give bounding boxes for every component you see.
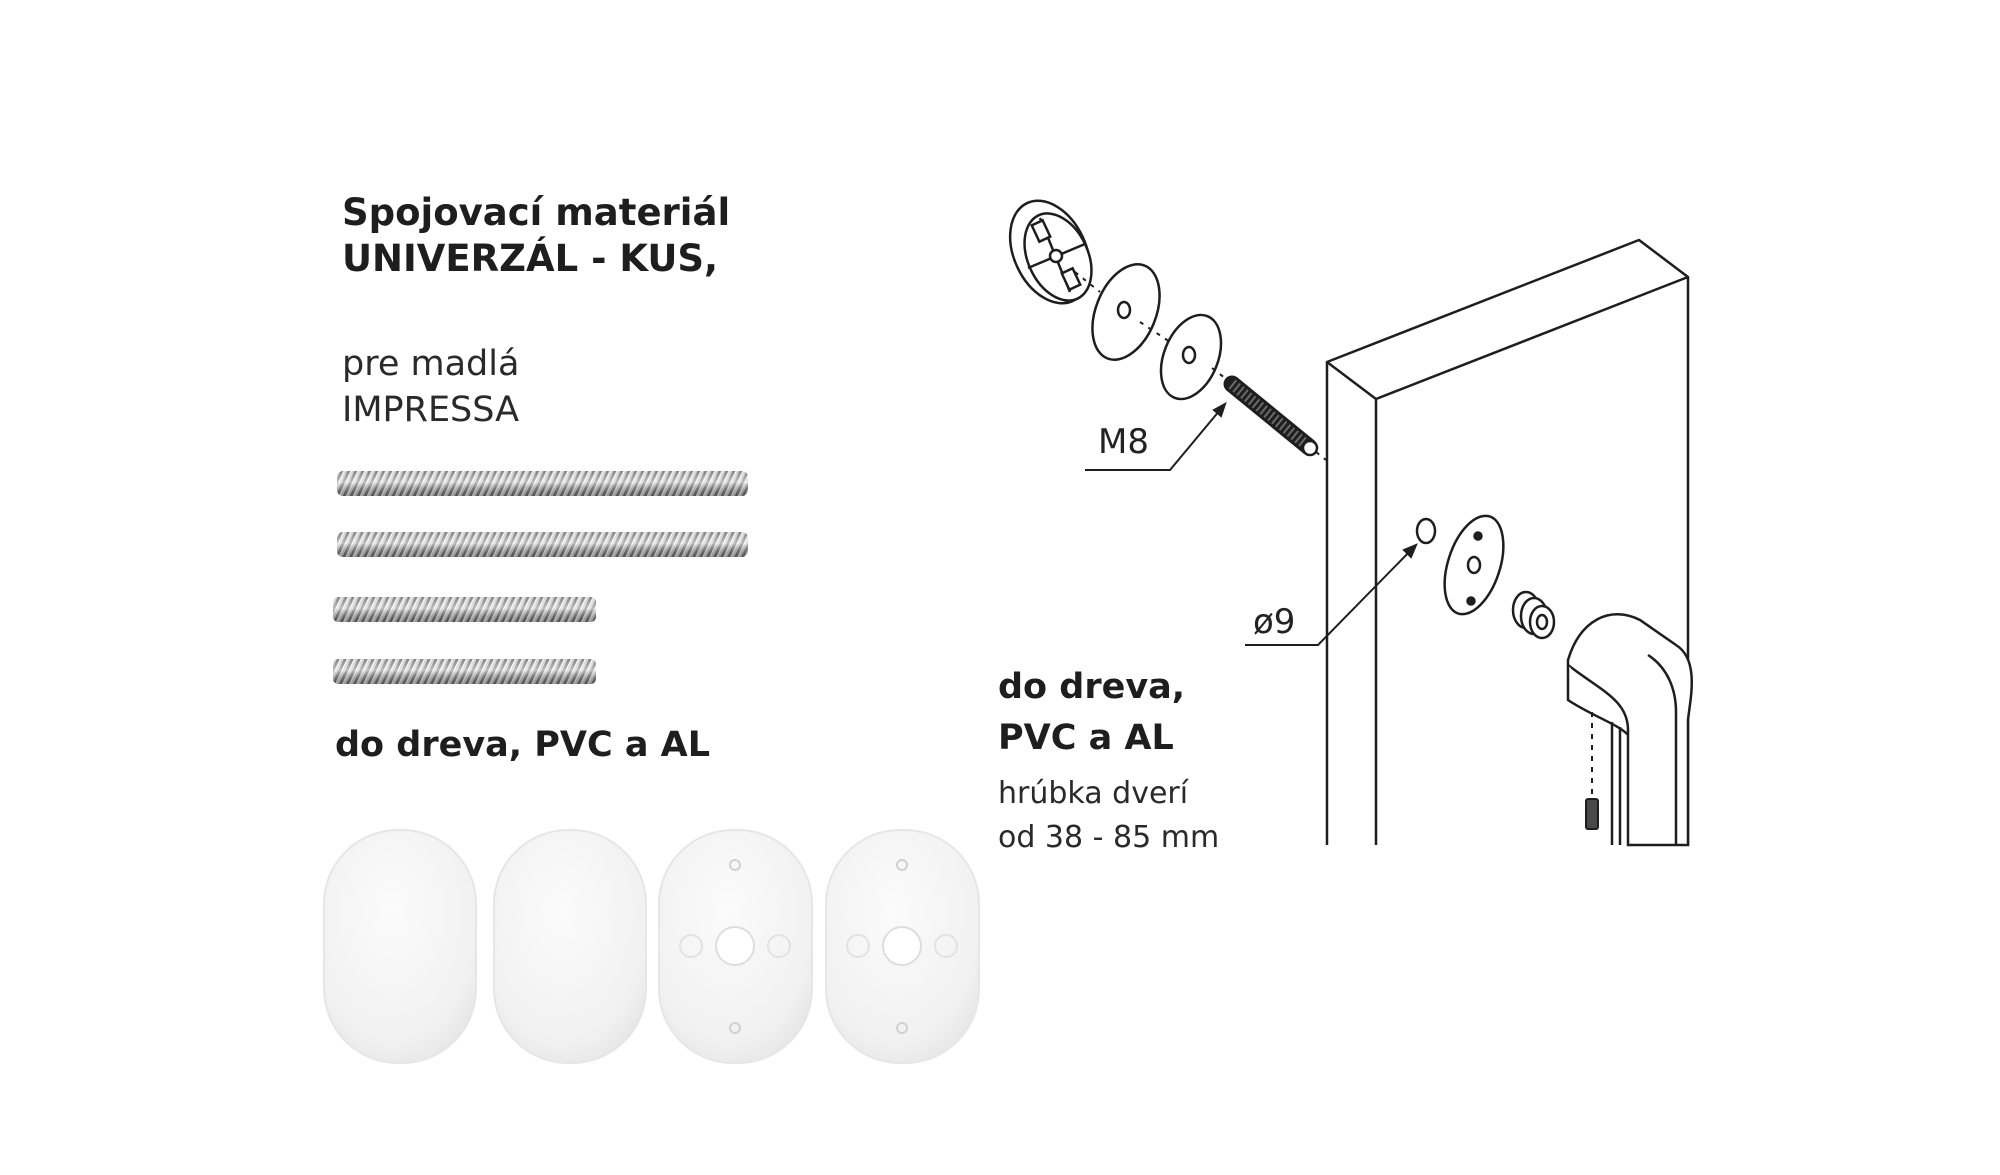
materials-right-line-1: do dreva, — [998, 667, 1186, 707]
title-line-1: Spojovací materiál — [342, 191, 731, 234]
rosette-base-plate-2 — [825, 829, 980, 1064]
materials-label-right: do dreva, PVC a AL — [998, 662, 1185, 764]
door-thickness-note: hrúbka dverí od 38 - 85 mm — [998, 772, 1219, 859]
set-screw — [1585, 712, 1599, 830]
materials-label-left: do dreva, PVC a AL — [335, 725, 711, 765]
washer-outside-2 — [1159, 313, 1223, 401]
rosette-cover-plain-1 — [323, 829, 477, 1064]
leader-line-m8 — [1085, 401, 1227, 471]
handle-diagram — [1566, 613, 1693, 847]
hole-leader — [1245, 543, 1418, 646]
hole-marking — [1415, 517, 1437, 545]
washer-outside-1 — [1091, 263, 1161, 361]
subtitle-line-2: IMPRESSA — [342, 389, 520, 430]
rosette-cover-plain-2 — [493, 829, 647, 1064]
threaded-rod-long-1 — [337, 471, 748, 496]
threaded-rod-diagram — [1223, 375, 1319, 457]
rosette-base-plate-1 — [658, 829, 813, 1064]
thickness-line-2: od 38 - 85 mm — [998, 819, 1220, 855]
threaded-rod-short-2 — [333, 659, 596, 684]
product-title: Spojovací materiál UNIVERZÁL - KUS, — [342, 190, 730, 283]
threaded-rod-long-2 — [337, 532, 748, 557]
dimension-label-hole: ø9 — [1253, 602, 1296, 642]
subtitle-line-1: pre madlá — [342, 344, 520, 384]
dimension-label-m8: M8 — [1098, 422, 1149, 462]
thickness-line-1: hrúbka dverí — [998, 776, 1189, 811]
threaded-rod-short-1 — [333, 597, 596, 622]
rosette-inside — [1443, 514, 1505, 616]
assembly-axis — [1074, 271, 1327, 461]
title-line-2: UNIVERZÁL - KUS, — [342, 237, 719, 281]
screw-bushing — [1511, 590, 1556, 640]
product-subtitle: pre madlá IMPRESSA — [342, 342, 519, 433]
rosette-base-outside — [1008, 199, 1093, 305]
materials-right-line-2: PVC a AL — [998, 717, 1174, 758]
